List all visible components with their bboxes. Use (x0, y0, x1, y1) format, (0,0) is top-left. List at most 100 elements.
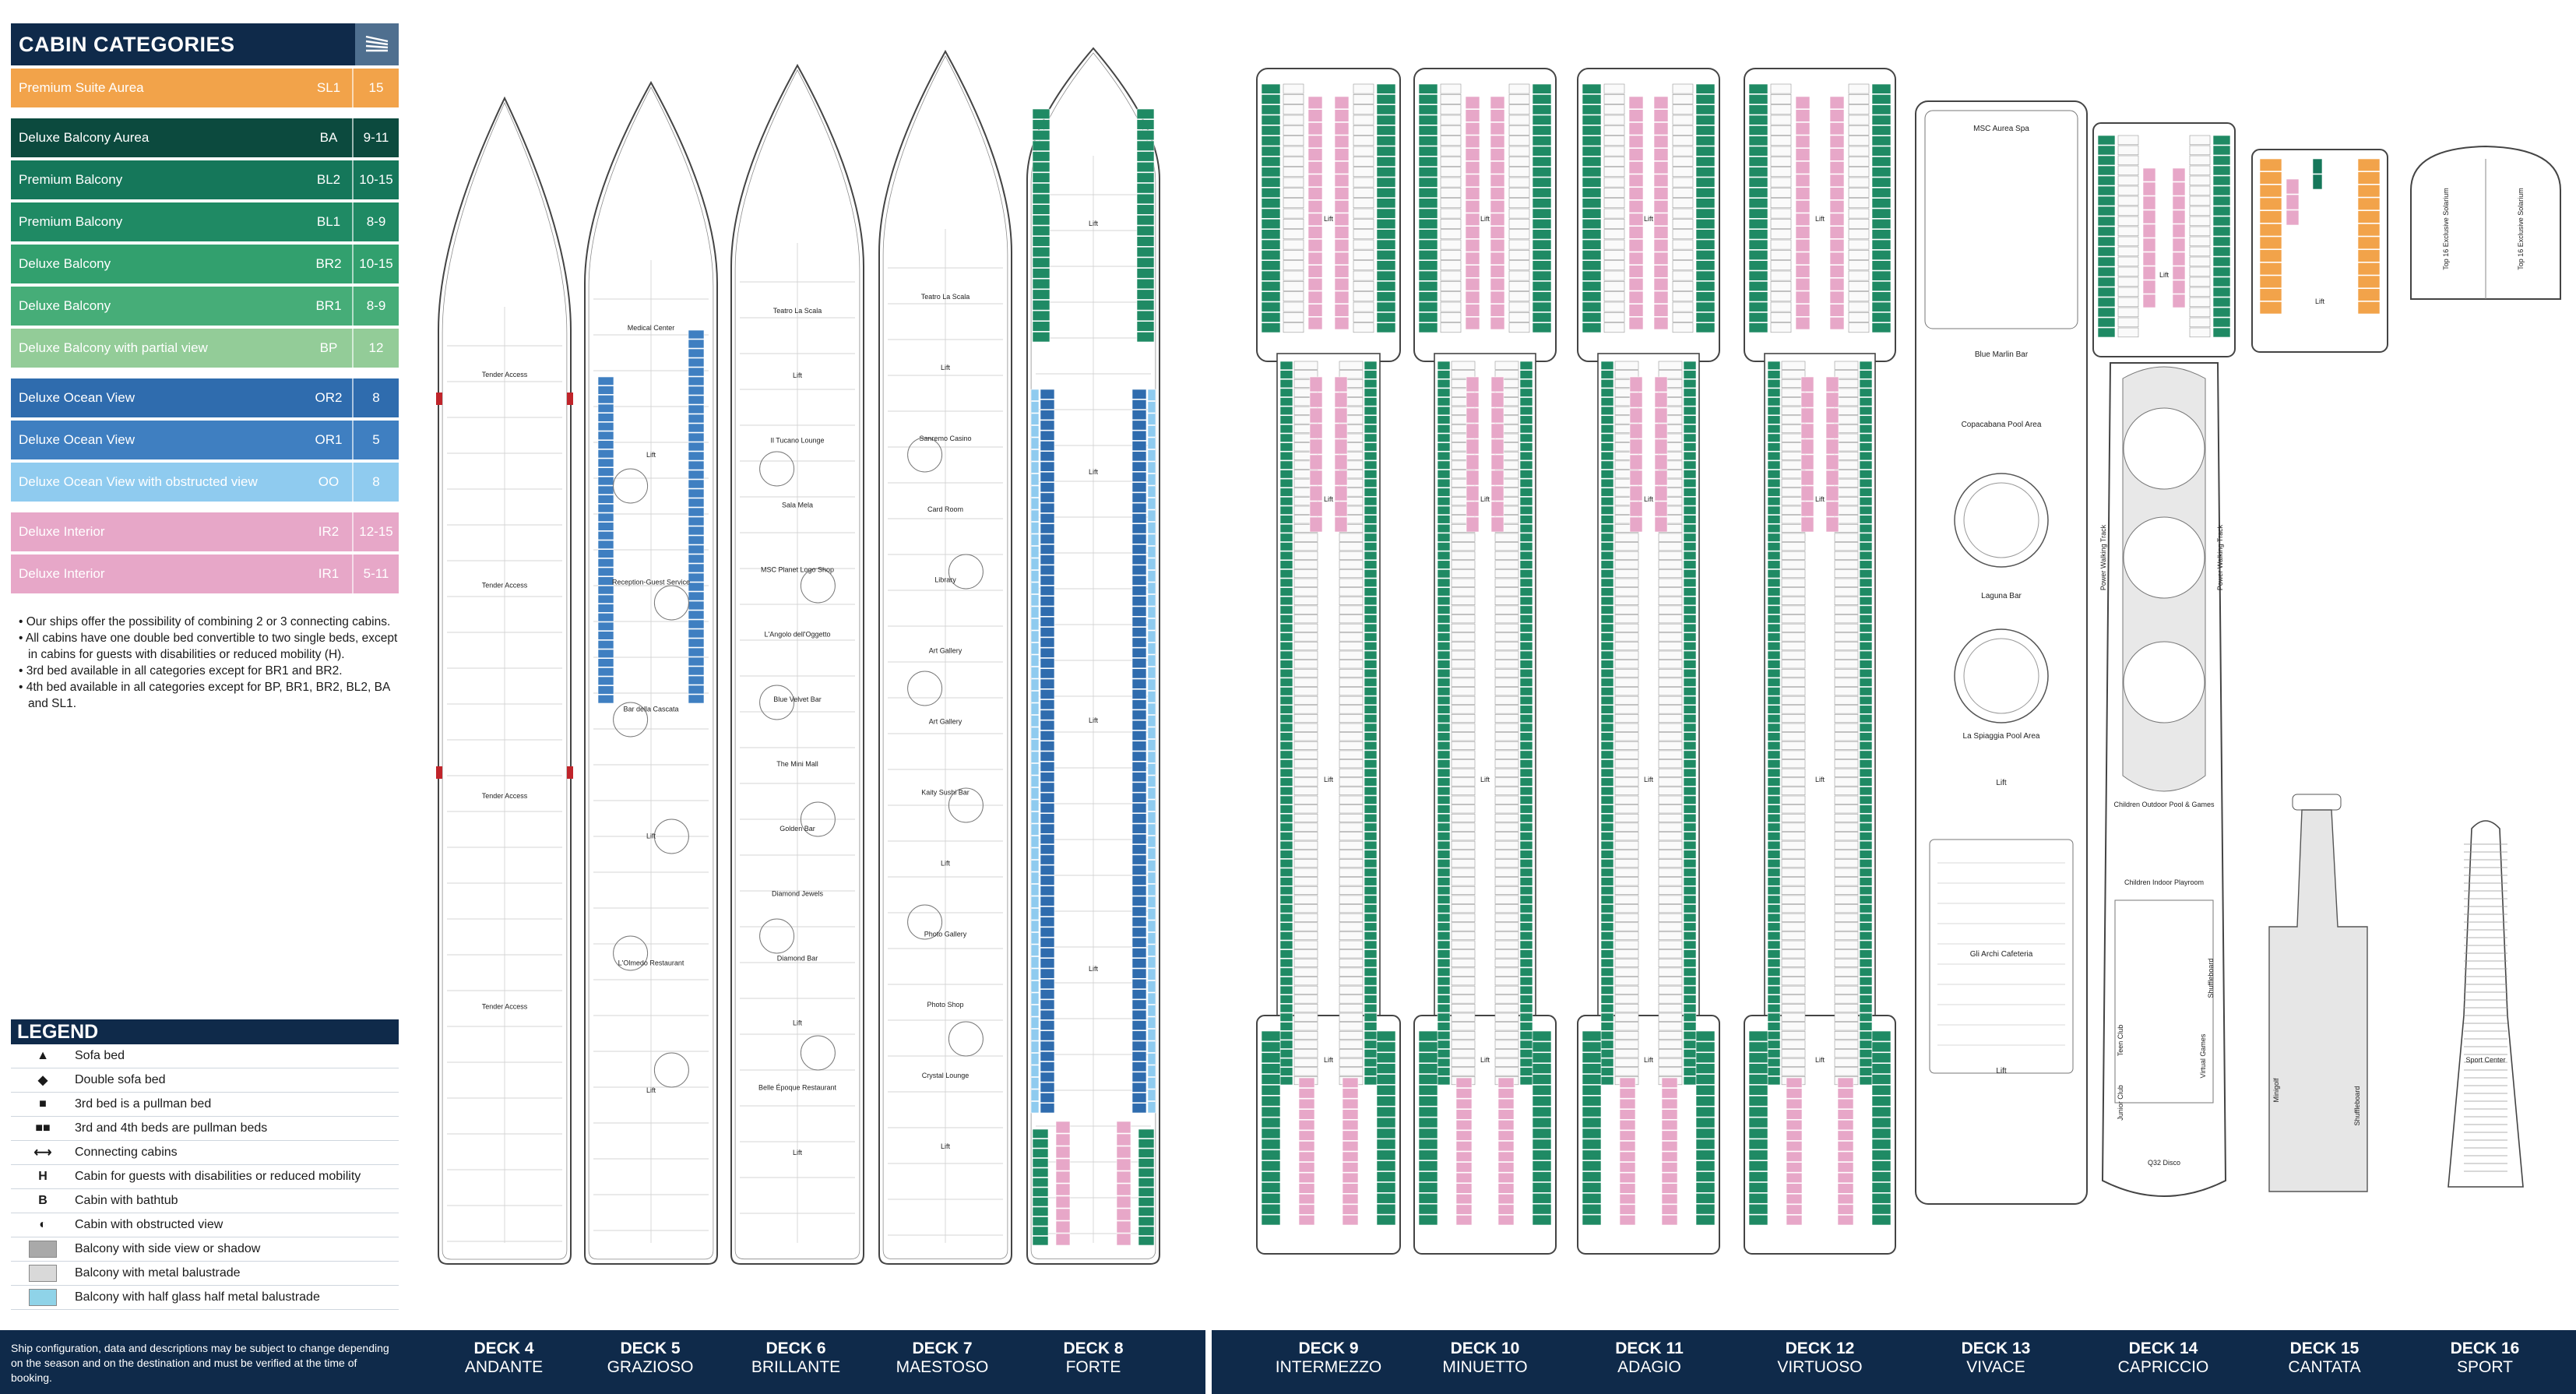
cabin-notes: • Our ships offer the possibility of com… (11, 614, 399, 712)
category-decks: 9-11 (352, 118, 399, 157)
venue-label: L'Angolo dell'Oggetto (765, 631, 831, 639)
venue-label: Lift (1996, 779, 2007, 787)
venue-label: Blue Marlin Bar (1975, 350, 2029, 359)
category-code: BR1 (315, 298, 342, 313)
legend-symbol-icon: B (38, 1194, 48, 1207)
category-name: Deluxe Ocean View with obstructed view (19, 474, 258, 489)
legend-label: Cabin for guests with disabilities or re… (75, 1170, 361, 1183)
category-code: OR2 (315, 390, 343, 405)
deck-number: DECK 7 (912, 1339, 973, 1357)
category-decks: 5-11 (352, 554, 399, 593)
venue-label: Virtual Games (2199, 1033, 2207, 1078)
venue-label: Blue Velvet Bar (773, 695, 822, 703)
legend-label: Balcony with half glass half metal balus… (75, 1290, 320, 1304)
venue-label: Q32 Disco (2148, 1159, 2180, 1167)
category-decks: 10-15 (352, 160, 399, 199)
deck-number: DECK 10 (1450, 1339, 1520, 1357)
legend-row: ■■3rd and 4th beds are pullman beds (11, 1117, 399, 1141)
category-code: BP (319, 340, 338, 355)
venue-label: Lift (1089, 965, 1099, 973)
category-name: Premium Balcony (19, 214, 123, 229)
venue-label: Lift (793, 371, 803, 379)
venue-label: Laguna Bar (1981, 592, 2022, 600)
lift-label: Lift (1324, 776, 1334, 783)
disclaimer-text: Ship configuration, data and description… (11, 1342, 389, 1384)
deck-number: DECK 11 (1615, 1339, 1684, 1357)
venue-label: Sala Mela (782, 501, 813, 509)
legend-swatch (11, 1265, 75, 1282)
note-item: • Our ships offer the possibility of com… (19, 615, 391, 628)
legend-symbol-icon: ◆ (37, 1074, 48, 1087)
venue-label: Lift (1089, 468, 1099, 476)
category-decks: 10-15 (352, 245, 399, 283)
venue-label: Lift (2315, 297, 2325, 305)
lift-label: Lift (1644, 1056, 1654, 1064)
legend-row: ■ 3rd bed is a pullman bed (11, 1093, 399, 1117)
lift-label: Lift (1480, 495, 1490, 503)
venue-label: Children Indoor Playroom (2124, 878, 2204, 886)
venue-label: Diamond Jewels (772, 889, 824, 897)
deck-name: MAESTOSO (896, 1358, 989, 1376)
legend-row: ◆Double sofa bed (11, 1068, 399, 1093)
venue-label: Lift (2159, 271, 2170, 279)
category-row: Premium Balcony BL2 10-15 (11, 160, 399, 199)
legend-row: H Cabin for guests with disabilities or r… (11, 1165, 399, 1189)
venue-label: Art Gallery (929, 718, 962, 726)
deck-name: INTERMEZZO (1275, 1358, 1382, 1376)
category-decks: 8-9 (352, 202, 399, 241)
venue-label: Belle Époque Restaurant (758, 1084, 837, 1092)
deck-name: CANTATA (2288, 1358, 2361, 1376)
venue-label: Junior Club (2117, 1085, 2124, 1121)
category-code: BL2 (316, 172, 341, 187)
lift-label: Lift (1815, 495, 1825, 503)
venue-label: Lift (646, 1086, 656, 1094)
venue-label: Lift (1089, 220, 1099, 227)
deck-number: DECK 15 (2289, 1339, 2360, 1357)
venue-label: Lift (793, 1149, 803, 1156)
lift-label: Lift (1644, 776, 1654, 783)
note-item: • 4th bed available in all categories ex… (19, 681, 390, 710)
venue-label: Lift (793, 1019, 803, 1027)
venue-label: Sport Center (2465, 1056, 2505, 1064)
legend-swatch (11, 1241, 75, 1258)
venue-label: Reception-Guest Service (612, 578, 690, 586)
venue-label: Tender Access (482, 1003, 528, 1011)
category-decks: 8 (352, 463, 399, 502)
deck-name: SPORT (2457, 1358, 2513, 1376)
category-code: IR1 (318, 566, 340, 581)
deck-number: DECK 14 (2128, 1339, 2198, 1357)
venue-label: Tender Access (482, 582, 528, 590)
venue-label: Crystal Lounge (922, 1072, 970, 1079)
venue-label: Golden Bar (779, 825, 815, 833)
venue-label: Lift (941, 1142, 951, 1150)
category-name: Premium Balcony (19, 172, 123, 187)
note-item: • All cabins have one double bed convert… (19, 632, 398, 661)
category-decks: 15 (352, 69, 399, 107)
deck-number: DECK 8 (1063, 1339, 1124, 1357)
legend-label: Connecting cabins (75, 1146, 178, 1159)
legend-symbol-icon: ■ (39, 1097, 47, 1111)
legend-label: 3rd bed is a pullman bed (75, 1097, 212, 1111)
venue-label: L'Olmedo Restaurant (618, 959, 684, 967)
venue-label: Photo Gallery (924, 930, 967, 938)
lift-label: Lift (1324, 215, 1334, 223)
venue-label: Copacabana Pool Area (1962, 421, 2042, 429)
category-name: Deluxe Balcony Aurea (19, 130, 150, 145)
legend-symbol-icon: H (38, 1170, 48, 1183)
